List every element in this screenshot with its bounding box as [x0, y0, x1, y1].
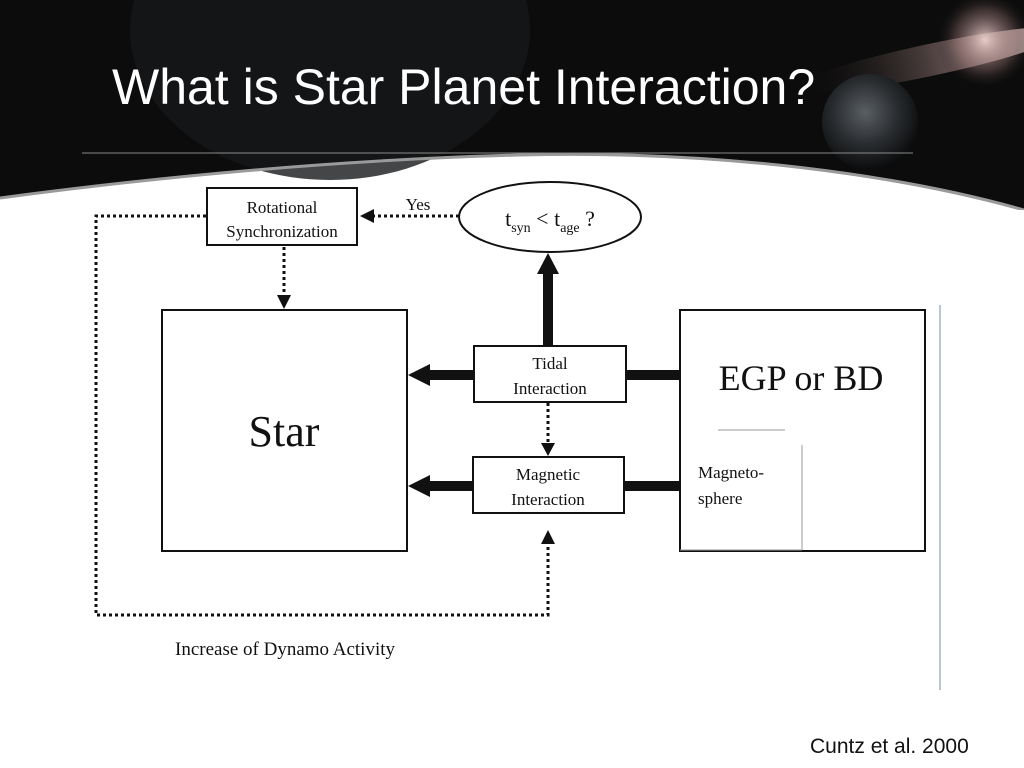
planet-icon — [822, 74, 918, 170]
rotational-sync-line1: Rotational — [247, 198, 318, 217]
tidal-line1: Tidal — [532, 354, 568, 373]
magnetic-line1: Magnetic — [516, 465, 581, 484]
dynamo-label: Increase of Dynamo Activity — [175, 639, 396, 660]
magnetosphere-box: Magneto- sphere — [680, 429, 803, 551]
dynamo-feedback-loop — [94, 214, 550, 617]
rotational-sync-box: Rotational Synchronization — [206, 187, 358, 246]
tidal-interaction-box: Tidal Interaction — [473, 345, 627, 403]
star-box: Star — [161, 309, 408, 552]
background-planet-shadow — [130, 0, 530, 180]
egp-bd-label: EGP or BD — [719, 358, 884, 398]
magnetosphere-line1: Magneto- — [698, 463, 764, 482]
tidal-line2: Interaction — [513, 379, 587, 398]
magnetic-interaction-box: Magnetic Interaction — [472, 456, 625, 514]
magnetic-line2: Interaction — [511, 490, 585, 509]
citation: Cuntz et al. 2000 — [810, 735, 969, 758]
rotational-sync-line2: Synchronization — [226, 222, 338, 241]
condition-text: tsyn < tage ? — [505, 206, 595, 236]
light-glow — [935, 0, 1024, 90]
slide-header-banner — [0, 0, 1024, 210]
slide-title: What is Star Planet Interaction? — [112, 59, 816, 115]
star-label: Star — [249, 407, 320, 456]
magnetosphere-line2: sphere — [698, 489, 742, 508]
condition-ellipse: tsyn < tage ? — [458, 181, 642, 253]
yes-label: Yes — [406, 195, 431, 214]
header-curve-edge — [0, 152, 1024, 210]
